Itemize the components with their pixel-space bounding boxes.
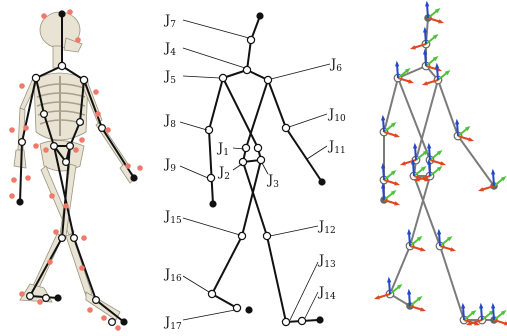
label-j7: J7 — [163, 13, 176, 30]
z-axis-arrow-head — [427, 158, 432, 165]
z-axis-arrow-head — [491, 302, 496, 309]
y-axis-arrow-head — [444, 70, 451, 76]
x-axis-arrow-head — [438, 19, 445, 24]
y-axis-arrow-head — [404, 68, 411, 74]
x-axis-arrow-head — [413, 177, 420, 182]
y-axis-arrow-head — [416, 296, 423, 302]
y-axis-arrow-head — [432, 34, 439, 40]
x-axis-arrow-head — [420, 247, 427, 252]
mocap-markers — [9, 9, 143, 331]
label-j15: J15 — [163, 209, 182, 226]
label-j14: J14 — [317, 285, 336, 302]
axis-triads — [373, 0, 507, 326]
joint-labels: J7 J4 J5 J6 J8 J10 J1 J11 J9 J2 J3 J15 J… — [163, 13, 346, 332]
y-axis-arrow-head — [436, 150, 443, 156]
label-j16: J16 — [163, 267, 182, 284]
x-axis-arrow-head — [394, 201, 401, 206]
label-j5: J5 — [163, 69, 176, 86]
x-axis-arrow-head — [421, 81, 428, 86]
x-axis-arrow-head — [409, 45, 416, 50]
z-axis-arrow-head — [425, 0, 430, 7]
x-axis-arrow-head — [399, 161, 406, 166]
z-axis-arrow-head — [435, 62, 440, 69]
z-axis-arrow-head — [381, 182, 386, 189]
x-axis-arrow-head — [394, 133, 401, 138]
y-axis-arrow-head — [390, 170, 397, 176]
y-axis-arrow-head — [470, 310, 477, 316]
label-j17: J17 — [163, 315, 182, 332]
left-hand — [13, 149, 27, 169]
label-j1: J1 — [216, 141, 229, 158]
anatomical-skeleton-panel — [9, 9, 143, 331]
z-axis-arrow-head — [395, 60, 400, 67]
x-axis-arrow-head — [465, 321, 472, 326]
z-axis-arrow-head — [381, 162, 386, 169]
label-j2: J2 — [217, 165, 230, 182]
z-axis-arrow-head — [461, 302, 466, 309]
left-tibia — [65, 233, 93, 297]
x-axis-arrow-head — [450, 247, 457, 252]
label-j10: J10 — [327, 107, 346, 124]
label-j4: J4 — [163, 41, 176, 58]
x-axis-arrow-head — [504, 321, 507, 326]
y-axis-arrow-head — [416, 236, 423, 242]
x-axis-arrow-head — [477, 187, 484, 192]
y-axis-arrow-head — [464, 126, 471, 132]
z-axis-arrow-head — [387, 276, 392, 283]
z-axis-arrow-head — [491, 168, 496, 175]
y-axis-arrow-head — [420, 166, 427, 172]
y-axis-arrow-head — [434, 8, 441, 14]
panel2-joints — [204, 12, 326, 327]
label-j13: J13 — [317, 253, 336, 270]
z-axis-arrow-head — [407, 288, 412, 295]
z-axis-arrow-head — [413, 142, 418, 149]
z-axis-arrow-head — [427, 142, 432, 149]
y-axis-arrow-head — [390, 122, 397, 128]
panel1-model-lines — [19, 14, 135, 323]
z-axis-arrow-head — [423, 48, 428, 55]
coordinate-frames-panel — [373, 0, 507, 326]
y-axis-arrow-head — [396, 284, 403, 290]
y-axis-arrow-head — [436, 166, 443, 172]
x-axis-arrow-head — [408, 79, 415, 84]
panel1-joints — [16, 10, 138, 327]
x-axis-arrow-head — [373, 295, 380, 300]
x-axis-arrow-head — [468, 137, 475, 142]
y-axis-arrow-head — [500, 310, 507, 316]
label-leader-lines — [179, 19, 331, 321]
y-axis-arrow-head — [390, 190, 397, 196]
label-j6: J6 — [329, 57, 342, 74]
y-axis-arrow-head — [432, 56, 439, 62]
label-j3: J3 — [266, 173, 279, 190]
label-j9: J9 — [163, 157, 176, 174]
x-axis-arrow-head — [394, 181, 401, 186]
x-axis-arrow-head — [420, 307, 427, 312]
z-axis-arrow-head — [423, 26, 428, 33]
z-axis-arrow-head — [411, 158, 416, 165]
label-j12: J12 — [317, 219, 336, 236]
label-j11: J11 — [327, 139, 346, 156]
label-j8: J8 — [163, 113, 176, 130]
y-axis-arrow-head — [422, 150, 429, 156]
z-axis-arrow-head — [381, 114, 386, 121]
y-axis-arrow-head — [446, 236, 453, 242]
z-axis-arrow-head — [407, 228, 412, 235]
labelled-joint-diagram: J7 J4 J5 J6 J8 J10 J1 J11 J9 J2 J3 J15 J… — [163, 12, 346, 332]
y-axis-arrow-head — [500, 176, 507, 182]
z-axis-arrow-head — [479, 302, 484, 309]
x-axis-arrow-head — [440, 161, 447, 166]
z-axis-arrow-head — [437, 228, 442, 235]
z-axis-arrow-head — [455, 118, 460, 125]
